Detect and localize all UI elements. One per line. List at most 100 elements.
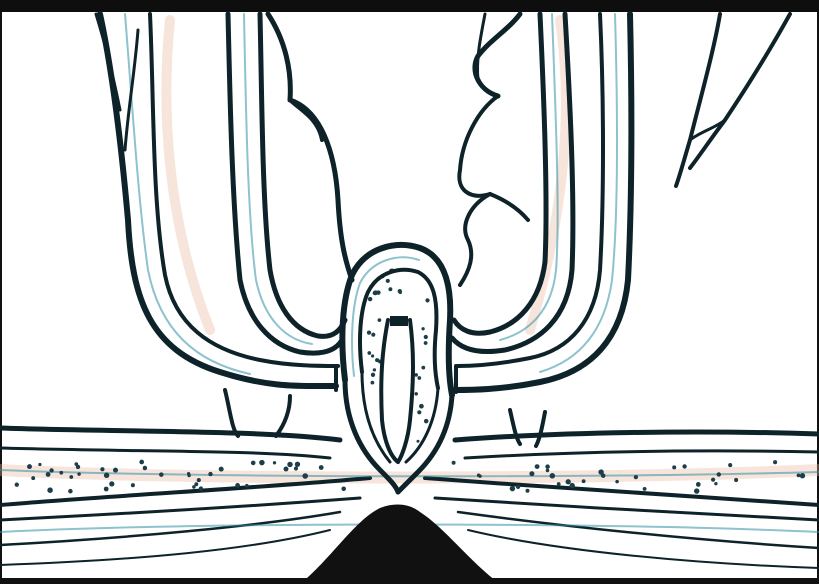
- stipple-dot: [414, 373, 418, 377]
- right-folds: [676, 14, 790, 186]
- stipple-dot: [109, 481, 114, 486]
- stipple-dot: [529, 471, 534, 476]
- left-outer-tube: [100, 14, 338, 390]
- stipple-dot: [294, 466, 298, 470]
- stipple-dot: [425, 298, 429, 302]
- stipple-dot: [797, 474, 801, 478]
- stipple-dot: [417, 376, 421, 380]
- stipple-dot: [273, 461, 276, 464]
- stipple-dot: [672, 465, 676, 469]
- stipple-dot: [414, 392, 417, 395]
- stipple-dot: [711, 478, 715, 482]
- stipple-dot: [373, 368, 376, 371]
- stipple-dot: [76, 465, 80, 469]
- stipple-dot: [424, 341, 428, 345]
- stipple-dot: [367, 351, 371, 355]
- stipple-dot: [259, 460, 265, 466]
- stipple-dot: [545, 464, 550, 469]
- stipple-dot: [371, 333, 375, 337]
- stipple-dot: [682, 464, 686, 468]
- stipple-dot: [15, 483, 19, 487]
- stipple-dot: [582, 479, 586, 483]
- bottom-border-band: [0, 578, 819, 584]
- stipple-dot: [104, 487, 109, 492]
- stipple-dot: [235, 483, 240, 488]
- stipple-dot: [371, 373, 375, 377]
- stipple-dot: [478, 474, 482, 478]
- stipple-dot: [566, 479, 571, 484]
- stipple-dot: [251, 461, 256, 466]
- stipple-dot: [416, 440, 419, 443]
- stipple-dot: [77, 472, 80, 475]
- stipple-dot: [419, 404, 424, 409]
- stipple-dot: [187, 472, 190, 475]
- stipple-dot: [131, 483, 135, 487]
- stipple-dot: [696, 482, 701, 487]
- stipple-dot: [197, 478, 201, 482]
- stipple-dot: [773, 460, 777, 464]
- stipple-dot: [601, 473, 606, 478]
- stipple-dot: [27, 464, 32, 469]
- stipple-dot: [49, 468, 53, 472]
- top-dark-band: [0, 0, 819, 12]
- stipple-dot: [421, 327, 424, 330]
- stipple-dot: [208, 472, 212, 476]
- stipple-dot: [104, 473, 109, 478]
- stipple-dot: [615, 480, 619, 484]
- stipple-dot: [159, 472, 164, 477]
- stipple-dot: [199, 486, 203, 490]
- stipple-dot: [69, 475, 73, 479]
- stipple-dot: [634, 475, 638, 479]
- stipple-dot: [570, 483, 575, 488]
- stipple-dot: [516, 485, 520, 489]
- stipple-dot: [694, 488, 699, 493]
- right-inner-tube: [452, 14, 573, 352]
- stipple-dot: [371, 354, 374, 357]
- stipple-dot: [717, 472, 721, 476]
- stipple-dot: [424, 419, 429, 424]
- stipple-dot: [31, 476, 35, 480]
- stipple-dot: [319, 465, 324, 470]
- stipple-dot: [287, 462, 292, 467]
- stipple-dot: [139, 460, 144, 465]
- stipple-dot: [46, 472, 51, 477]
- stipple-dot: [341, 487, 346, 492]
- stipple-dot: [194, 482, 198, 486]
- stipple-dot: [526, 489, 530, 493]
- stipple-dot: [734, 478, 738, 482]
- stipple-dot: [643, 487, 647, 491]
- central-bulb: [342, 245, 452, 492]
- stipple-dot: [368, 297, 372, 301]
- stipple-dot: [295, 462, 300, 467]
- stipple-dot: [373, 291, 377, 295]
- stipple-dot: [421, 366, 425, 370]
- stipple-dot: [424, 335, 428, 339]
- dark-mound-region: [300, 505, 500, 584]
- stipple-dot: [800, 473, 805, 478]
- stipple-dot: [68, 489, 73, 494]
- stipple-dot: [371, 381, 375, 385]
- stipple-dot: [388, 287, 392, 291]
- stipple-dot: [367, 330, 371, 334]
- stipple-dot: [143, 466, 147, 470]
- stipple-dot: [219, 467, 224, 472]
- stipple-dot: [546, 469, 550, 473]
- stipple-dot: [59, 471, 63, 475]
- stipple-dot: [113, 468, 118, 473]
- stipple-dot: [452, 461, 456, 465]
- stipple-dot: [398, 289, 402, 293]
- stipple-dot: [714, 482, 717, 485]
- stipple-dot: [510, 486, 515, 491]
- core-tip: [390, 316, 408, 326]
- stipple-dot: [386, 279, 390, 283]
- stipple-dot: [378, 318, 382, 322]
- stipple-dot: [535, 464, 540, 469]
- stipple-dot: [38, 463, 41, 466]
- stipple-dot: [302, 473, 308, 479]
- stipple-dot: [284, 467, 289, 472]
- stipple-dot: [557, 482, 561, 486]
- stipple-dot: [417, 410, 421, 414]
- stipple-dot: [100, 467, 104, 471]
